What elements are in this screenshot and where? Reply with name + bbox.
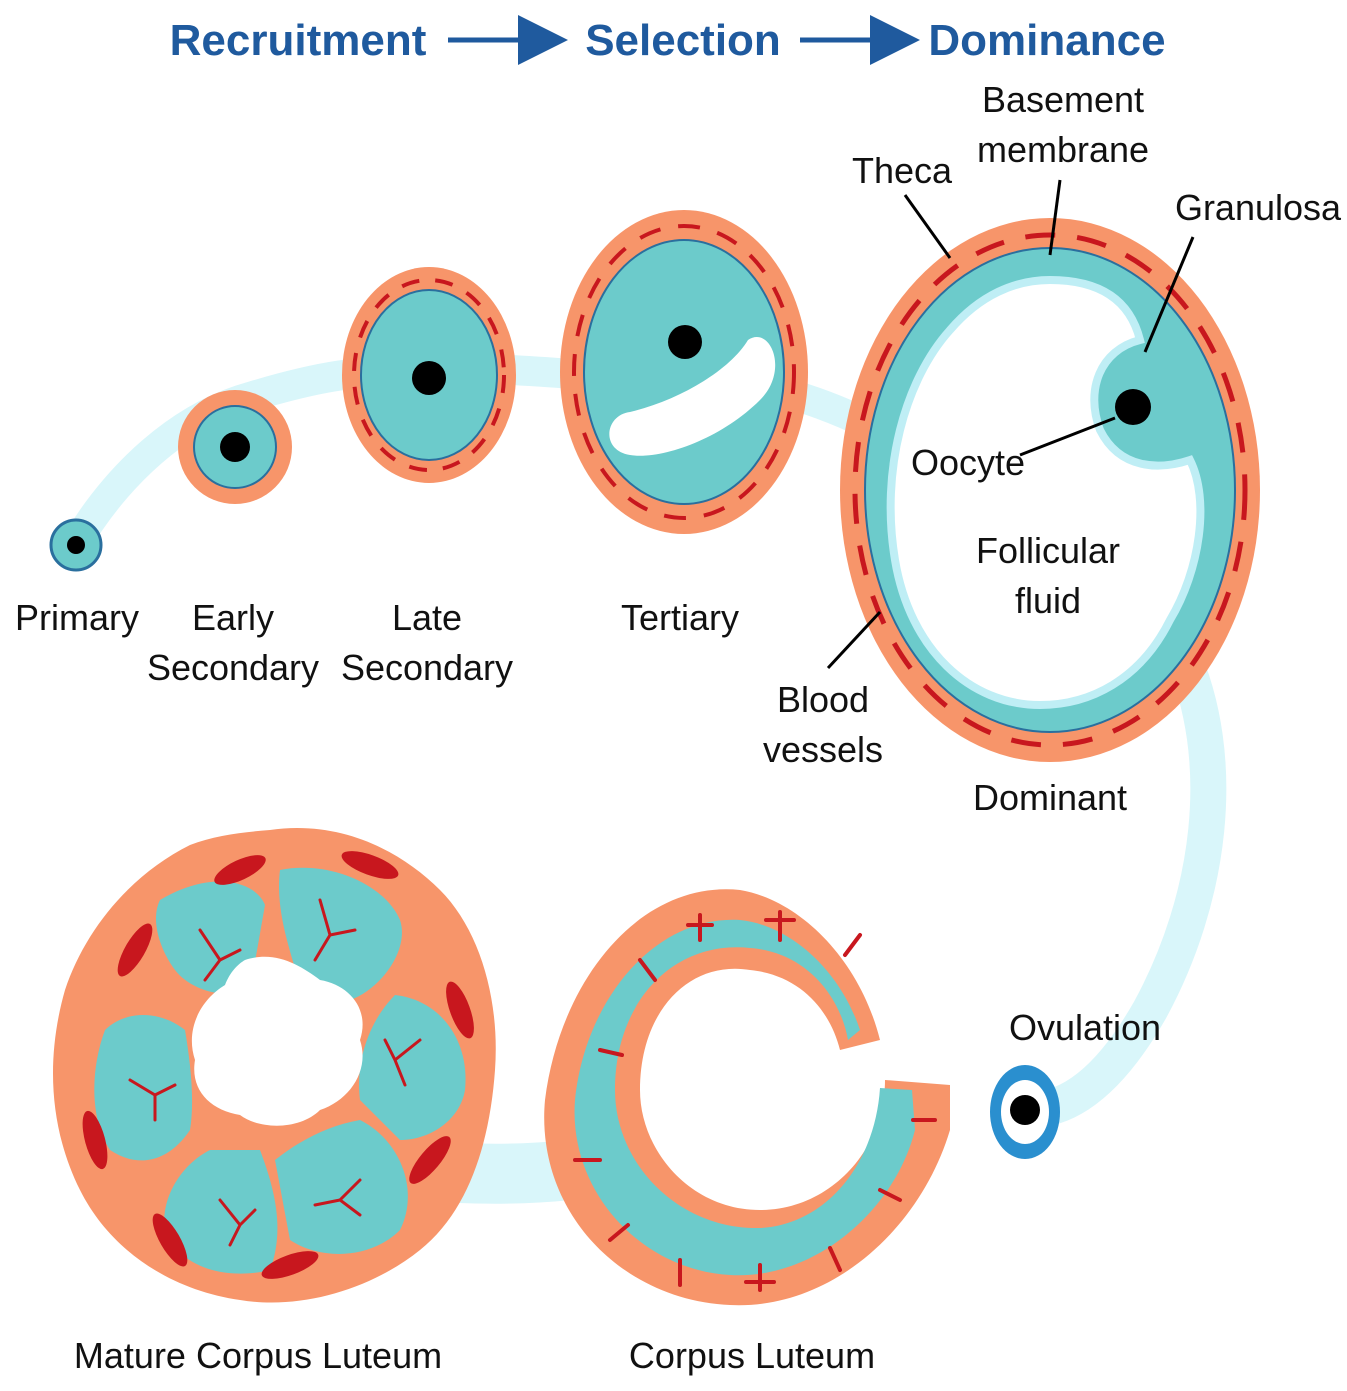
stage-recruitment: Recruitment (170, 16, 427, 65)
label-mature-corpus-luteum: Mature Corpus Luteum (74, 1335, 442, 1376)
dominant-follicle (840, 218, 1260, 762)
label-granulosa: Granulosa (1175, 187, 1342, 228)
label-dominant: Dominant (973, 777, 1127, 818)
stage-headings: Recruitment Selection Dominance (170, 15, 1166, 65)
label-follicular-1: Follicular (976, 530, 1120, 571)
corpus-luteum (544, 889, 950, 1306)
label-tertiary: Tertiary (621, 597, 739, 638)
late-secondary-follicle (342, 267, 516, 483)
label-blood-2: vessels (763, 729, 883, 770)
label-early-secondary-1: Early (192, 597, 274, 638)
follicle-labels: Primary Early Secondary Late Secondary T… (15, 597, 1161, 1376)
primary-follicle (49, 518, 103, 572)
stage-selection: Selection (585, 16, 781, 65)
label-primary: Primary (15, 597, 139, 638)
label-early-secondary-2: Secondary (147, 647, 319, 688)
ovulated-oocyte (990, 1065, 1060, 1159)
tertiary-follicle (560, 210, 808, 534)
label-follicular-2: fluid (1015, 580, 1081, 621)
stage-dominance: Dominance (928, 16, 1165, 65)
label-ovulation: Ovulation (1009, 1007, 1161, 1048)
label-corpus-luteum: Corpus Luteum (629, 1335, 875, 1376)
label-late-secondary-1: Late (392, 597, 462, 638)
label-late-secondary-2: Secondary (341, 647, 513, 688)
pointer-lines (826, 179, 1195, 670)
label-oocyte: Oocyte (911, 442, 1025, 483)
part-labels: Theca Basement membrane Granulosa Oocyte… (763, 79, 1342, 770)
label-theca: Theca (852, 150, 953, 191)
early-secondary-follicle (178, 390, 292, 504)
label-basement-1: Basement (982, 79, 1144, 120)
label-basement-2: membrane (977, 129, 1149, 170)
label-blood-1: Blood (777, 679, 869, 720)
mature-corpus-luteum (53, 828, 496, 1303)
